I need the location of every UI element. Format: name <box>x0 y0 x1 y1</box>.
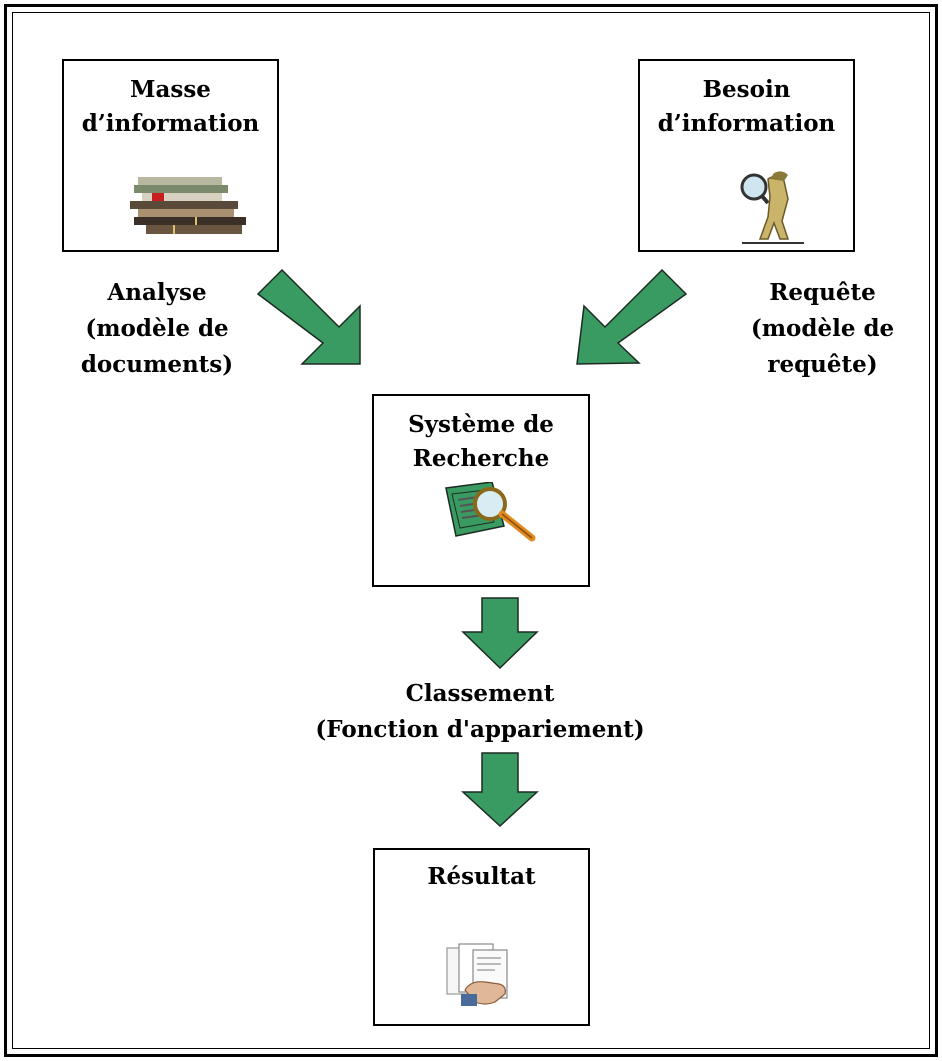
resultat-title: Résultat <box>427 863 536 890</box>
masse-information-box: Masse d’information <box>62 59 279 252</box>
outer-frame <box>4 4 938 1057</box>
analyse-label: Analyse (modèle de documents) <box>80 279 234 378</box>
detective-magnifier-icon <box>740 171 804 244</box>
resultat-box: Résultat <box>373 848 590 1026</box>
systeme-recherche-box: Système de Recherche <box>372 394 590 587</box>
besoin-information-box: Besoin d’information <box>638 59 855 252</box>
requete-label: Requête (modèle de requête) <box>750 279 895 378</box>
books-icon <box>130 177 246 234</box>
classement-label: Classement (Fonction d'appariement) <box>315 680 645 743</box>
systeme-recherche-title: Système de Recherche <box>408 411 554 472</box>
masse-information-title: Masse d’information <box>81 76 260 137</box>
arrow-left-diagonal <box>256 268 361 365</box>
document-magnifier-icon <box>445 482 536 542</box>
documents-hand-icon <box>446 943 508 1006</box>
arrow-right-diagonal <box>576 268 688 365</box>
inner-frame <box>12 12 930 1049</box>
arrow-down-systeme <box>461 597 539 670</box>
besoin-information-title: Besoin d’information <box>657 76 836 137</box>
arrow-down-classement <box>461 752 539 828</box>
